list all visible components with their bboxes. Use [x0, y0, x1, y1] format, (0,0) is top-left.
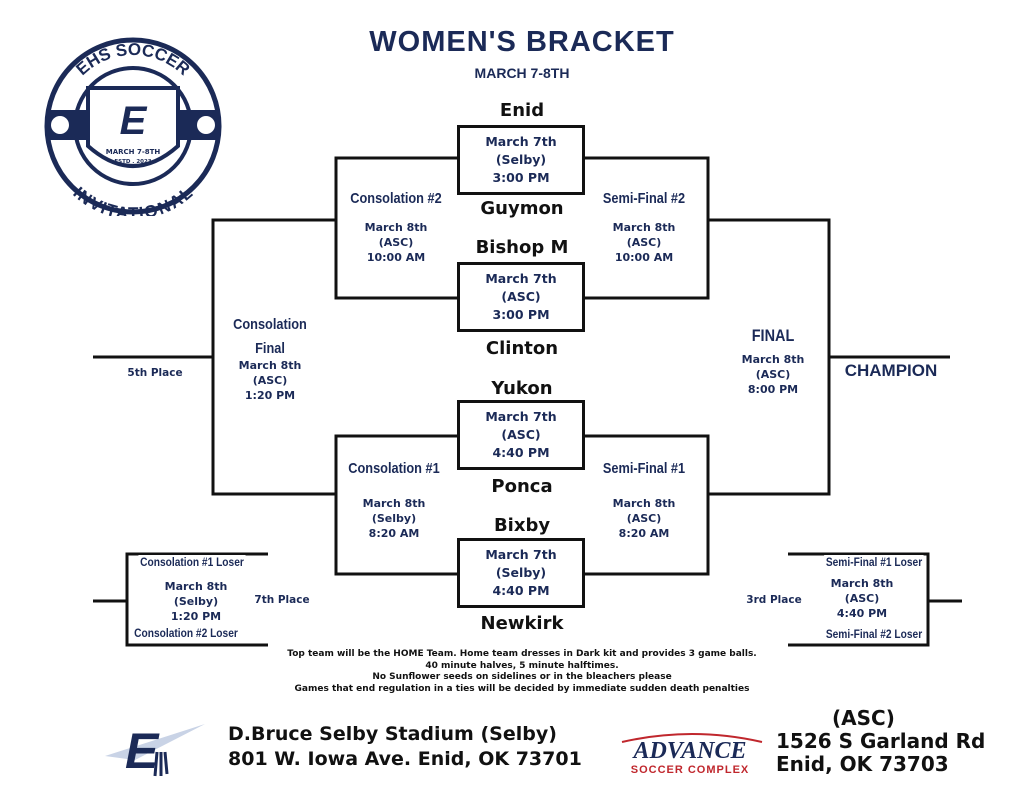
champion-label: CHAMPION: [844, 361, 938, 380]
team-clinton: Clinton: [485, 338, 559, 359]
team-yukon: Yukon: [491, 378, 553, 399]
third-place-label: 3rd Place: [746, 594, 802, 606]
advance-soccer-complex-logo: ADVANCE SOCCER COMPLEX: [612, 728, 768, 776]
game-box-3: March 7th (ASC) 4:40 PM: [457, 400, 585, 470]
consolation-final-bracket-line: [211, 218, 336, 496]
round-venue: (ASC): [252, 374, 288, 387]
third-top-label: Semi-Final #1 Loser: [824, 555, 924, 569]
round-time: 4:40 PM: [836, 607, 888, 620]
third-details: March 8th (ASC) 4:40 PM: [831, 576, 894, 621]
round-date: March 8th: [612, 221, 676, 234]
page-subtitle: MARCH 7-8TH: [474, 65, 570, 81]
final-details: March 8th (ASC) 8:00 PM: [742, 352, 805, 397]
round-time: 8:20 AM: [618, 527, 670, 540]
game-time: 4:40 PM: [492, 445, 550, 460]
seventh-details: March 8th (Selby) 1:20 PM: [165, 579, 228, 624]
fifth-place-label: 5th Place: [127, 367, 183, 379]
game-venue: (Selby): [495, 565, 547, 580]
consolation2-label: Consolation #2: [350, 190, 442, 207]
round-time: 10:00 AM: [366, 251, 426, 264]
semi1-details: March 8th (ASC) 8:20 AM: [613, 496, 676, 541]
semi1-bracket-line: [585, 434, 710, 576]
consolation1-label: Consolation #1: [348, 460, 440, 477]
team-enid: Enid: [499, 100, 545, 121]
game-venue: (ASC): [501, 427, 541, 442]
selby-venue: D.Bruce Selby Stadium (Selby) 801 W. Iow…: [228, 722, 582, 772]
semi1-label: Semi-Final #1: [602, 460, 686, 477]
round-venue: (ASC): [626, 512, 662, 525]
game-box-4: March 7th (Selby) 4:40 PM: [457, 538, 585, 608]
round-date: March 8th: [364, 221, 428, 234]
rules-notes: Top team will be the HOME Team. Home tea…: [287, 649, 756, 695]
round-date: March 8th: [741, 353, 805, 366]
team-bixby: Bixby: [493, 515, 551, 536]
round-date: March 8th: [830, 577, 894, 590]
consolation1-details: March 8th (Selby) 8:20 AM: [363, 496, 426, 541]
round-time: 8:00 PM: [747, 383, 799, 396]
round-date: March 8th: [164, 580, 228, 593]
round-venue: (ASC): [626, 236, 662, 249]
game-time: 3:00 PM: [492, 170, 550, 185]
round-venue: (Selby): [173, 595, 219, 608]
page-title: WOMEN'S BRACKET: [369, 26, 675, 58]
consolation-final-details: March 8th (ASC) 1:20 PM: [239, 358, 302, 403]
game-venue: (Selby): [495, 152, 547, 167]
svg-text:ESTD . 2023: ESTD . 2023: [114, 159, 151, 165]
asc-venue: (ASC) 1526 S Garland Rd Enid, OK 73703: [776, 707, 985, 776]
round-time: 1:20 PM: [244, 389, 296, 402]
svg-text:MARCH 7-8TH: MARCH 7-8TH: [106, 148, 161, 156]
round-venue: (ASC): [755, 368, 791, 381]
game-date: March 7th: [485, 134, 557, 149]
round-date: March 8th: [362, 497, 426, 510]
consolation2-bracket-line: [334, 156, 457, 300]
game-date: March 7th: [485, 547, 557, 562]
game-box-2: March 7th (ASC) 3:00 PM: [457, 262, 585, 332]
round-date: March 8th: [612, 497, 676, 510]
game-date: March 7th: [485, 271, 557, 286]
svg-text:ADVANCE: ADVANCE: [632, 738, 747, 764]
asc-city: Enid, OK 73703: [776, 752, 949, 776]
semi2-details: March 8th (ASC) 10:00 AM: [613, 220, 676, 265]
final-label: FINAL: [751, 326, 795, 345]
note: No Sunflower seeds on sidelines or in th…: [372, 672, 672, 682]
seventh-top-label: Consolation #1 Loser: [138, 555, 246, 569]
game-venue: (ASC): [501, 289, 541, 304]
selby-name: D.Bruce Selby Stadium (Selby): [228, 723, 557, 745]
asc-street: 1526 S Garland Rd: [776, 729, 986, 753]
game-time: 4:40 PM: [492, 583, 550, 598]
seventh-place-label: 7th Place: [254, 594, 310, 606]
semi2-label: Semi-Final #2: [602, 190, 686, 207]
game-box-1: March 7th (Selby) 3:00 PM: [457, 125, 585, 195]
semi2-bracket-line: [585, 156, 710, 300]
ehs-e-logo: E: [95, 716, 215, 780]
round-time: 10:00 AM: [614, 251, 674, 264]
ehs-soccer-logo: E MARCH 7-8TH ESTD . 2023 EHS SOCCER INV…: [40, 36, 226, 223]
game-date: March 7th: [485, 409, 557, 424]
consolation-final-label-2: Final: [255, 340, 285, 357]
round-time: 1:20 PM: [170, 610, 222, 623]
note: 40 minute halves, 5 minute halftimes.: [425, 660, 619, 671]
svg-text:SOCCER COMPLEX: SOCCER COMPLEX: [631, 764, 750, 776]
consolation1-bracket-line: [334, 434, 457, 576]
seventh-bottom-label: Consolation #2 Loser: [134, 626, 238, 640]
team-newkirk: Newkirk: [480, 613, 564, 634]
round-venue: (Selby): [371, 512, 417, 525]
consolation2-details: March 8th (ASC) 10:00 AM: [365, 220, 428, 265]
consolation-final-label-1: Consolation: [233, 316, 307, 333]
round-venue: (ASC): [844, 592, 880, 605]
asc-abbr: (ASC): [832, 706, 895, 730]
third-bottom-label: Semi-Final #2 Loser: [825, 627, 923, 641]
note: Games that end regulation in a ties will…: [294, 683, 750, 694]
team-bishop-m: Bishop M: [475, 237, 569, 258]
team-ponca: Ponca: [491, 476, 553, 497]
team-guymon: Guymon: [480, 198, 564, 219]
svg-text:E: E: [120, 99, 148, 143]
selby-address: 801 W. Iowa Ave. Enid, OK 73701: [228, 748, 582, 770]
note: Top team will be the HOME Team. Home tea…: [287, 649, 757, 659]
round-date: March 8th: [238, 359, 302, 372]
round-venue: (ASC): [378, 236, 414, 249]
game-time: 3:00 PM: [492, 307, 550, 322]
round-time: 8:20 AM: [368, 527, 420, 540]
